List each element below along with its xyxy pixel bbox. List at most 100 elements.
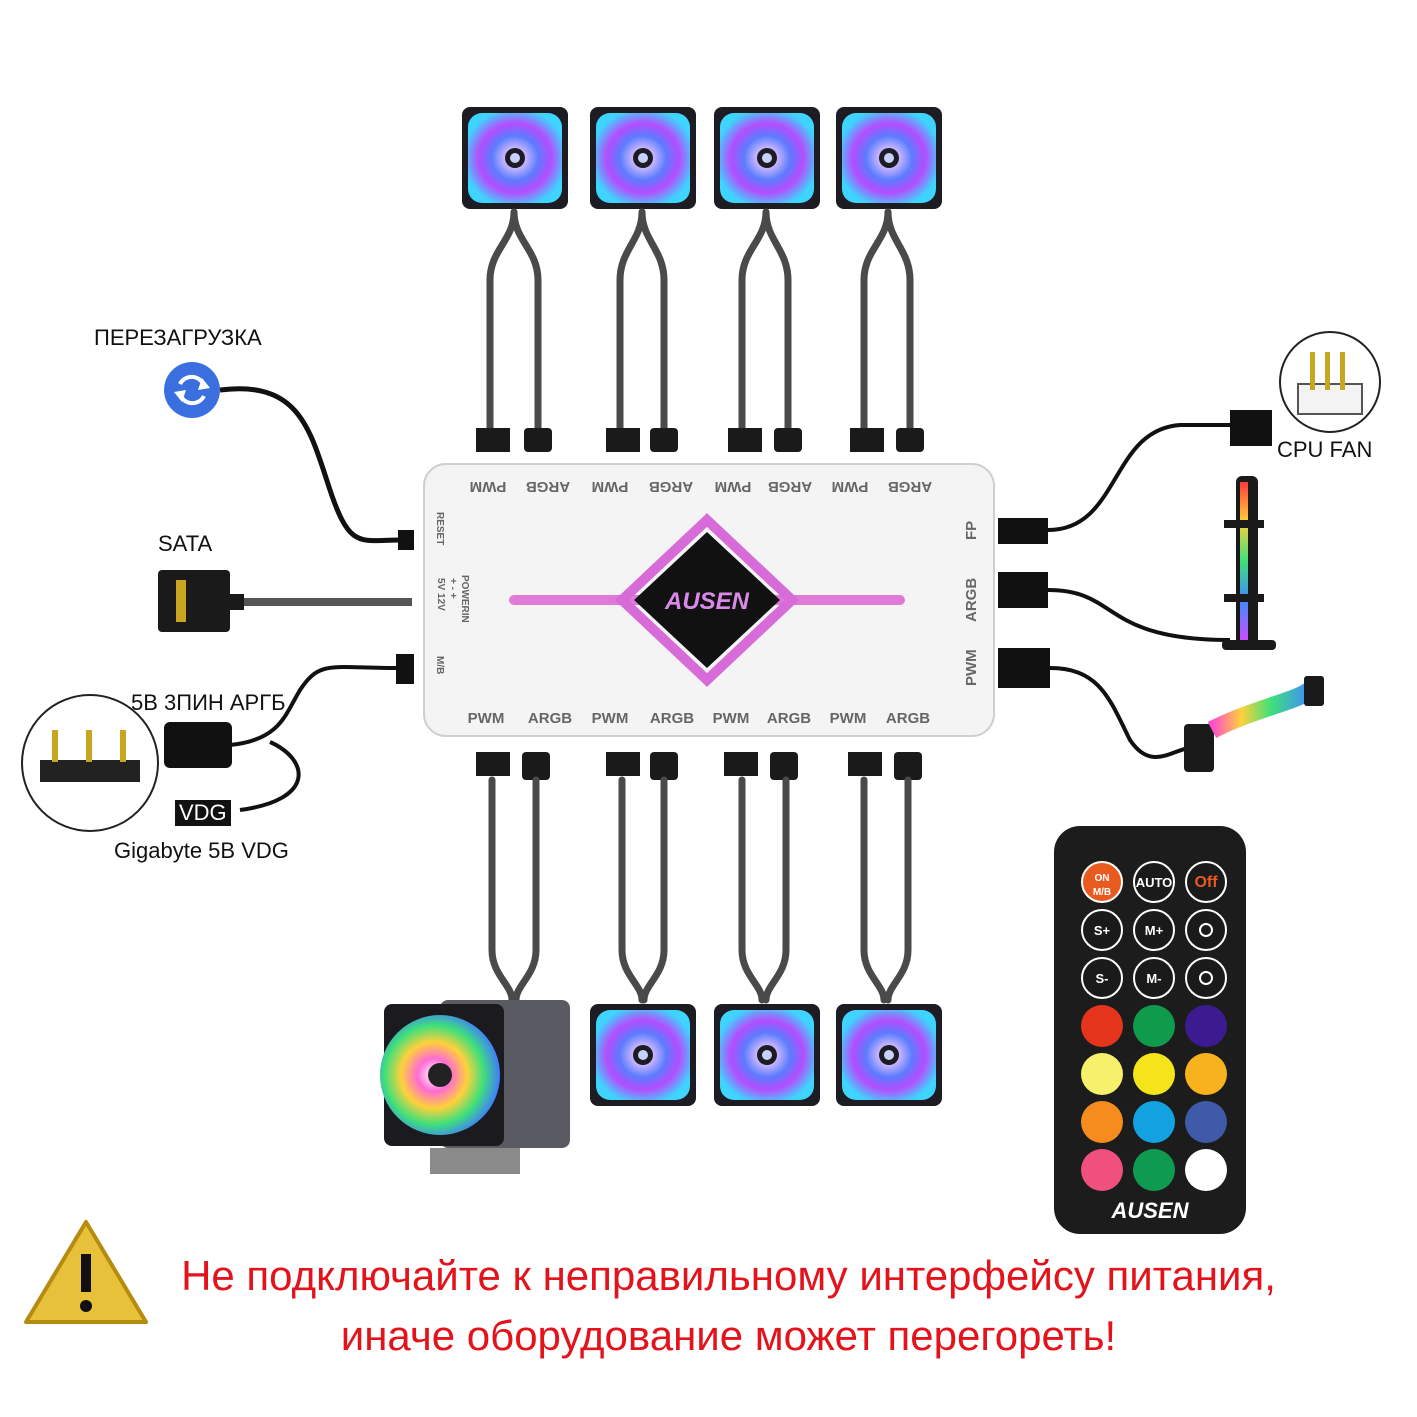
color-button[interactable] <box>1081 1149 1123 1191</box>
pwm-connector <box>998 648 1050 688</box>
power-pins-label: + - + <box>447 578 458 599</box>
remote-button[interactable] <box>1081 909 1123 951</box>
color-button[interactable] <box>1081 1005 1123 1047</box>
remote-button[interactable] <box>1081 957 1123 999</box>
argb-3pin-label: 5В 3ПИН АРГБ <box>131 690 286 715</box>
argb-cable <box>1047 588 1231 642</box>
remote-button-label: AUTO <box>1136 875 1173 890</box>
top-fans <box>462 107 942 209</box>
remote-button[interactable] <box>1133 957 1175 999</box>
fan-top-1 <box>462 107 568 209</box>
remote-color-buttons <box>1081 1005 1227 1191</box>
power-volts-label: 5V 12V <box>435 578 446 611</box>
rgb-extension-cable <box>1184 676 1324 772</box>
argb-connector <box>998 572 1048 608</box>
hub-bottom-labels: PWM ARGB PWM ARGB PWM ARGB PWM ARGB <box>468 710 931 727</box>
remote-button[interactable] <box>1185 861 1227 903</box>
sata-label: SATA <box>158 531 213 556</box>
pwm-cable <box>1049 666 1189 759</box>
vdg-cable <box>239 740 301 812</box>
color-button[interactable] <box>1133 1053 1175 1095</box>
bottom-connectors <box>476 752 922 780</box>
fan-bottom-1 <box>590 1004 696 1106</box>
sata-connector <box>158 570 412 632</box>
color-button[interactable] <box>1133 1005 1175 1047</box>
color-button[interactable] <box>1081 1101 1123 1143</box>
reset-label: ПЕРЕЗАГРУЗКА <box>94 325 262 350</box>
cpu-fan-header-callout <box>1279 331 1381 433</box>
pwm-port-label: PWM <box>963 649 980 686</box>
hub-left-labels: RESET POWERIN + - + 5V 12V M/B <box>434 512 470 674</box>
mb-connector <box>396 654 414 684</box>
reset-port-label: RESET <box>434 512 445 545</box>
port-label: ARGB <box>649 478 693 495</box>
color-button[interactable] <box>1185 1101 1227 1143</box>
remote-button[interactable] <box>1185 909 1227 951</box>
port-label: ARGB <box>526 478 570 495</box>
cpu-fan-label: CPU FAN <box>1277 437 1373 462</box>
remote-button[interactable] <box>1185 957 1227 999</box>
gigabyte-vdg-label: Gigabyte 5В VDG <box>114 838 289 863</box>
fp-connector <box>998 518 1048 544</box>
remote-button-label: S- <box>1096 971 1109 986</box>
color-button[interactable] <box>1185 1005 1227 1047</box>
vdg-tag: VDG <box>175 800 231 826</box>
color-button[interactable] <box>1185 1149 1227 1191</box>
port-label: PWM <box>592 710 629 727</box>
port-label: ARGB <box>888 478 932 495</box>
fan-bottom-2 <box>714 1004 820 1106</box>
port-label: PWM <box>832 478 869 495</box>
color-button[interactable] <box>1133 1149 1175 1191</box>
fp-cable <box>1047 423 1232 532</box>
port-label: PWM <box>715 478 752 495</box>
reset-button-graphic <box>164 362 220 418</box>
remote-button-label: M+ <box>1145 923 1164 938</box>
remote-button-label: S+ <box>1094 923 1111 938</box>
cpu-fan-plug <box>1230 410 1272 446</box>
argb-port-label: ARGB <box>963 578 980 622</box>
power-in-label: POWERIN <box>459 575 470 623</box>
brightness-up-icon <box>1199 923 1213 937</box>
color-button[interactable] <box>1081 1053 1123 1095</box>
top-cables <box>486 208 914 432</box>
fan-top-3 <box>714 107 820 209</box>
port-label: ARGB <box>886 710 930 727</box>
reset-cable <box>219 386 401 544</box>
port-label: PWM <box>830 710 867 727</box>
argb-pin-callout <box>21 694 159 832</box>
hub-right-labels: FP ARGB PWM <box>963 521 980 686</box>
fan-bottom-3 <box>836 1004 942 1106</box>
port-label: PWM <box>468 710 505 727</box>
bottom-cables <box>488 776 912 1004</box>
port-label: PWM <box>713 710 750 727</box>
mb-cable <box>229 665 397 747</box>
warning-icon <box>24 1220 148 1324</box>
remote-button[interactable] <box>1081 861 1123 903</box>
hub-brand: AUSEN <box>664 588 750 615</box>
port-label: ARGB <box>650 710 694 727</box>
bottom-fans <box>590 1004 942 1106</box>
port-label: PWM <box>470 478 507 495</box>
port-label: PWM <box>592 478 629 495</box>
gpu-holder <box>1222 476 1276 650</box>
top-connectors <box>476 428 924 452</box>
remote-button[interactable] <box>1133 861 1175 903</box>
port-label: ARGB <box>767 710 811 727</box>
fan-top-2 <box>590 107 696 209</box>
remote-button-label: M- <box>1146 971 1161 986</box>
warning-line-2: иначе оборудование может перегореть! <box>340 1312 1117 1359</box>
remote-button-label: M/B <box>1093 887 1111 898</box>
fp-port-label: FP <box>963 521 980 540</box>
cpu-cooler <box>380 1000 570 1174</box>
remote-button[interactable] <box>1133 909 1175 951</box>
argb-3pin-plug <box>164 722 232 768</box>
hub-body <box>423 463 995 737</box>
port-label: ARGB <box>528 710 572 727</box>
color-button[interactable] <box>1133 1101 1175 1143</box>
hub-top-labels: PWM ARGB PWM ARGB PWM ARGB PWM ARGB <box>470 478 932 495</box>
warning-line-1: Не подключайте к неправильному интерфейс… <box>181 1252 1276 1299</box>
color-button[interactable] <box>1185 1053 1227 1095</box>
